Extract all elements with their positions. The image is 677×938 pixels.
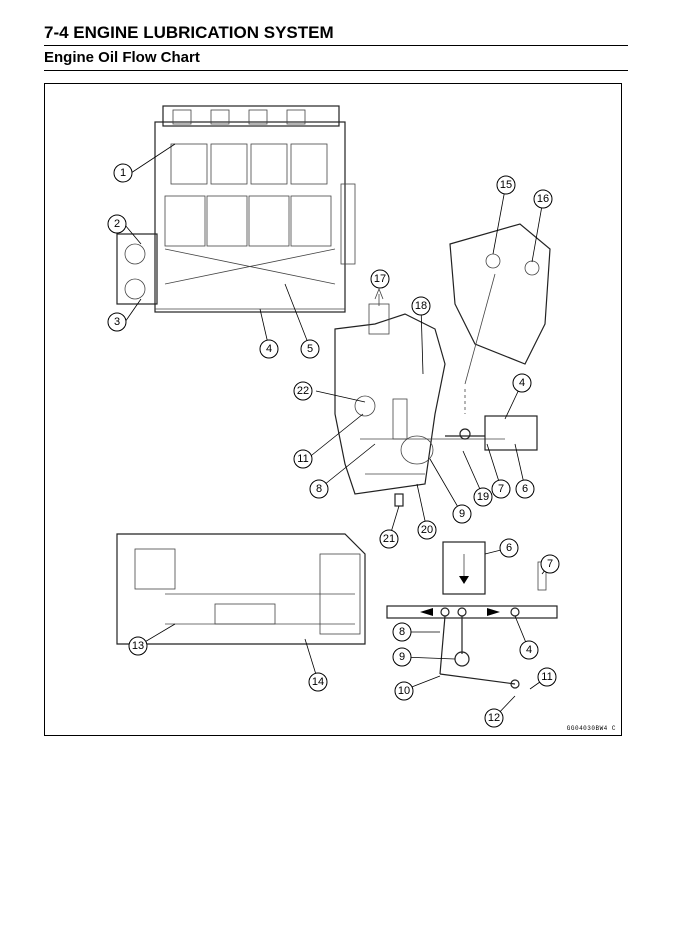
svg-text:15: 15 <box>500 179 512 191</box>
oil-flow-diagram: 1 2 3 4 5 15 16 17 18 22 11 4 8 7 6 19 9… <box>44 83 622 736</box>
callout-10: 10 <box>394 681 414 701</box>
callout-8: 8 <box>309 479 329 499</box>
oil-pan-section <box>334 287 505 507</box>
callout-group: 1 2 3 4 5 15 16 17 18 22 11 4 8 7 6 19 9… <box>107 163 560 728</box>
oil-flow-schematic <box>386 541 558 689</box>
callout-8b: 8 <box>392 622 412 642</box>
svg-text:9: 9 <box>399 651 405 663</box>
svg-text:11: 11 <box>297 453 308 465</box>
callout-6: 6 <box>515 479 535 499</box>
svg-text:8: 8 <box>316 483 322 495</box>
svg-text:6: 6 <box>506 542 512 554</box>
callout-21: 21 <box>379 529 399 549</box>
section-title: 7-4 ENGINE LUBRICATION SYSTEM <box>44 22 628 46</box>
figure-subtitle: Engine Oil Flow Chart <box>44 48 628 71</box>
leader-lines <box>124 143 551 719</box>
callout-6b: 6 <box>499 538 519 558</box>
callout-4: 4 <box>259 339 279 359</box>
callout-19: 19 <box>473 487 493 507</box>
callout-11: 11 <box>293 449 313 469</box>
svg-text:16: 16 <box>537 193 549 205</box>
callout-14: 14 <box>308 672 328 692</box>
callout-9b: 9 <box>392 647 412 667</box>
svg-text:2: 2 <box>114 218 120 230</box>
svg-text:4: 4 <box>526 644 532 656</box>
callout-13: 13 <box>128 636 148 656</box>
callout-1: 1 <box>113 163 133 183</box>
transmission-section <box>116 533 366 645</box>
svg-text:10: 10 <box>398 685 410 697</box>
callout-11b: 11 <box>537 667 557 687</box>
svg-text:12: 12 <box>488 712 500 724</box>
svg-text:6: 6 <box>522 483 528 495</box>
callout-7b: 7 <box>540 554 560 574</box>
figure-code: GG04030BW4 C <box>566 725 616 732</box>
callout-4c: 4 <box>519 640 539 660</box>
svg-text:5: 5 <box>307 343 313 355</box>
callout-5: 5 <box>300 339 320 359</box>
callout-20: 20 <box>417 520 437 540</box>
callout-9: 9 <box>452 504 472 524</box>
svg-text:14: 14 <box>312 676 324 688</box>
svg-text:19: 19 <box>477 491 489 503</box>
callout-7: 7 <box>491 479 511 499</box>
cylinder-head-section <box>445 223 551 451</box>
svg-text:9: 9 <box>459 508 465 520</box>
callout-12: 12 <box>484 708 504 728</box>
callout-16: 16 <box>533 189 553 209</box>
engine-front-view <box>116 105 356 313</box>
callout-22: 22 <box>293 381 313 401</box>
svg-text:17: 17 <box>374 273 386 285</box>
svg-text:20: 20 <box>421 524 433 536</box>
callout-2: 2 <box>107 214 127 234</box>
page-header: 7-4 ENGINE LUBRICATION SYSTEM Engine Oil… <box>44 22 628 71</box>
svg-text:3: 3 <box>114 316 120 328</box>
callout-18: 18 <box>411 296 431 316</box>
diagram-drawing: 1 2 3 4 5 15 16 17 18 22 11 4 8 7 6 19 9… <box>107 105 560 728</box>
callout-15: 15 <box>496 175 516 195</box>
callout-17: 17 <box>370 269 390 289</box>
svg-text:22: 22 <box>297 385 309 397</box>
svg-text:11: 11 <box>541 671 552 683</box>
svg-text:13: 13 <box>132 640 144 652</box>
callout-3: 3 <box>107 312 127 332</box>
svg-text:7: 7 <box>498 483 504 495</box>
svg-text:8: 8 <box>399 626 405 638</box>
svg-text:7: 7 <box>547 558 553 570</box>
svg-text:21: 21 <box>383 533 395 545</box>
svg-text:4: 4 <box>266 343 272 355</box>
svg-text:4: 4 <box>519 377 525 389</box>
svg-text:1: 1 <box>120 167 126 179</box>
callout-4b: 4 <box>512 373 532 393</box>
svg-text:18: 18 <box>415 300 427 312</box>
